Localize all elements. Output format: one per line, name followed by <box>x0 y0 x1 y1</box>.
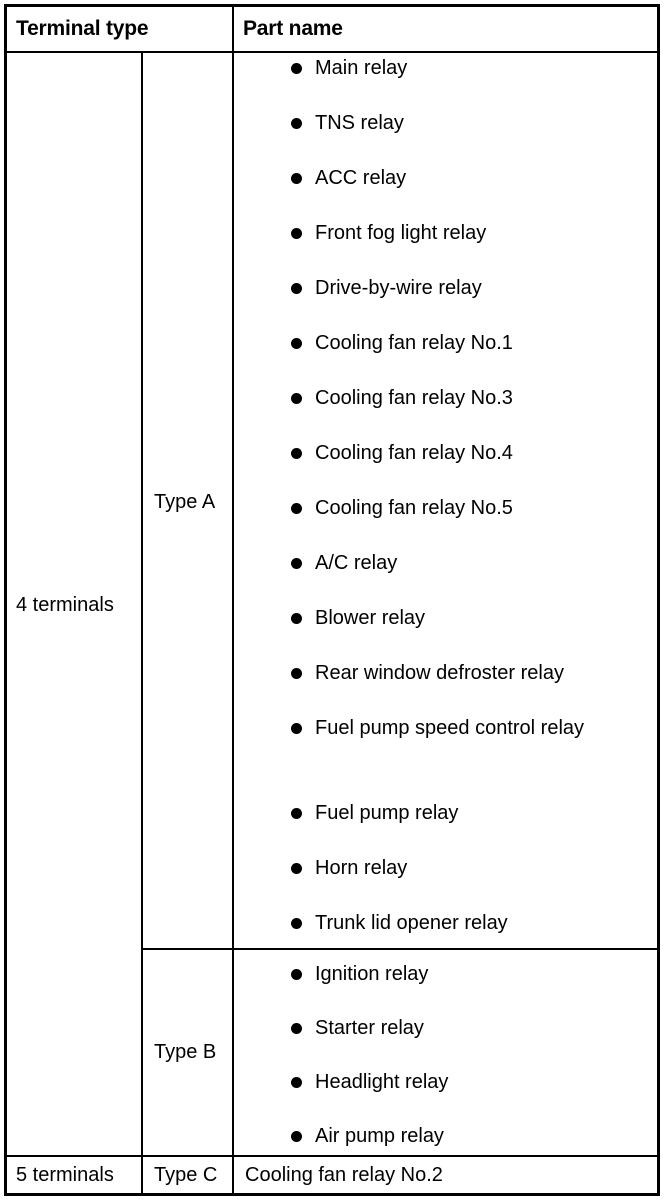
part-name-text: Cooling fan relay No.1 <box>315 332 513 354</box>
part-name-text: TNS relay <box>315 112 404 134</box>
cell-type-c: Type C <box>154 1163 218 1186</box>
cell-type-b: Type B <box>154 1041 217 1063</box>
list-item: Fuel pump relay <box>236 798 657 853</box>
bullet-icon <box>291 969 302 980</box>
part-name-text: Fuel pump speed control relay <box>315 717 585 739</box>
column-header-terminal-type: Terminal type <box>16 17 149 40</box>
part-name-text: Horn relay <box>315 857 408 879</box>
bullet-icon <box>291 338 302 349</box>
cell-terminal-count-5: 5 terminals <box>16 1163 114 1186</box>
bullet-icon <box>291 668 302 679</box>
table-header-row: Terminal type Part name <box>7 7 657 51</box>
bullet-icon <box>291 448 302 459</box>
bullet-icon <box>291 863 302 874</box>
bullet-icon <box>291 918 302 929</box>
list-item: Cooling fan relay No.4 <box>236 438 657 493</box>
bullet-icon <box>291 118 302 129</box>
part-name-text: Front fog light relay <box>315 222 487 244</box>
parts-list-type-b: Ignition relay Starter relay Headlight r… <box>236 959 657 1155</box>
list-item: ACC relay <box>236 163 657 218</box>
cell-part-name-type-c: Cooling fan relay No.2 <box>245 1163 443 1186</box>
parts-list-type-a: Main relay TNS relay ACC relay Front fog… <box>236 53 657 952</box>
part-name-text: A/C relay <box>315 552 398 574</box>
row-divider-4-terminals-5-terminals <box>7 1155 657 1157</box>
list-item: Rear window defroster relay <box>236 658 657 713</box>
column-header-part-name: Part name <box>243 17 343 40</box>
bullet-icon <box>291 558 302 569</box>
list-item: A/C relay <box>236 548 657 603</box>
part-name-text: Blower relay <box>315 607 426 629</box>
list-item: Cooling fan relay No.1 <box>236 328 657 383</box>
part-name-text: Headlight relay <box>315 1071 449 1093</box>
part-name-text: Ignition relay <box>315 963 429 985</box>
bullet-icon <box>291 808 302 819</box>
part-list-type-b: Ignition relay Starter relay Headlight r… <box>236 959 657 1175</box>
part-name-text: Drive-by-wire relay <box>315 277 482 299</box>
cell-terminal-count-4: 4 terminals <box>16 593 114 616</box>
bullet-icon <box>291 393 302 404</box>
bullet-icon <box>291 1077 302 1088</box>
header-bottom-rule <box>7 51 657 53</box>
list-item: Cooling fan relay No.5 <box>236 493 657 548</box>
list-item: TNS relay <box>236 108 657 163</box>
bullet-icon <box>291 1131 302 1142</box>
bullet-icon <box>291 503 302 514</box>
bullet-icon <box>291 613 302 624</box>
part-name-text: Starter relay <box>315 1017 424 1039</box>
relay-terminal-table: Terminal type Part name 4 terminals Type… <box>4 4 660 1196</box>
list-item: Ignition relay <box>236 959 657 1013</box>
part-name-text: Trunk lid opener relay <box>315 912 508 934</box>
list-item: Blower relay <box>236 603 657 658</box>
list-item: Front fog light relay <box>236 218 657 273</box>
bullet-icon <box>291 723 302 734</box>
list-item: Fuel pump speed control relay <box>236 713 657 798</box>
cell-type-a: Type A <box>154 491 216 513</box>
list-item: Horn relay <box>236 853 657 908</box>
list-item: Main relay <box>236 53 657 108</box>
bullet-icon <box>291 63 302 74</box>
list-item: Drive-by-wire relay <box>236 273 657 328</box>
part-name-text: Air pump relay <box>315 1125 444 1147</box>
part-name-text: Fuel pump relay <box>315 802 459 824</box>
part-name-text: Cooling fan relay No.3 <box>315 387 513 409</box>
list-item: Trunk lid opener relay <box>236 908 657 963</box>
list-item: Headlight relay <box>236 1067 657 1121</box>
part-name-text: ACC relay <box>315 167 407 189</box>
row-divider-type-a-type-b <box>141 948 657 950</box>
bullet-icon <box>291 1023 302 1034</box>
bullet-icon <box>291 173 302 184</box>
column-divider-part-name <box>232 7 234 1193</box>
part-name-text: Main relay <box>315 57 408 79</box>
part-name-text: Rear window defroster relay <box>315 662 564 684</box>
list-item: Starter relay <box>236 1013 657 1067</box>
bullet-icon <box>291 283 302 294</box>
list-item: Air pump relay <box>236 1121 657 1175</box>
column-divider-terminal-type <box>141 53 143 1193</box>
bullet-icon <box>291 228 302 239</box>
list-item: Cooling fan relay No.3 <box>236 383 657 438</box>
part-name-text: Cooling fan relay No.4 <box>315 442 513 464</box>
part-name-text: Cooling fan relay No.5 <box>315 497 513 519</box>
part-list-type-a: Main relay TNS relay ACC relay Front fog… <box>236 53 657 963</box>
